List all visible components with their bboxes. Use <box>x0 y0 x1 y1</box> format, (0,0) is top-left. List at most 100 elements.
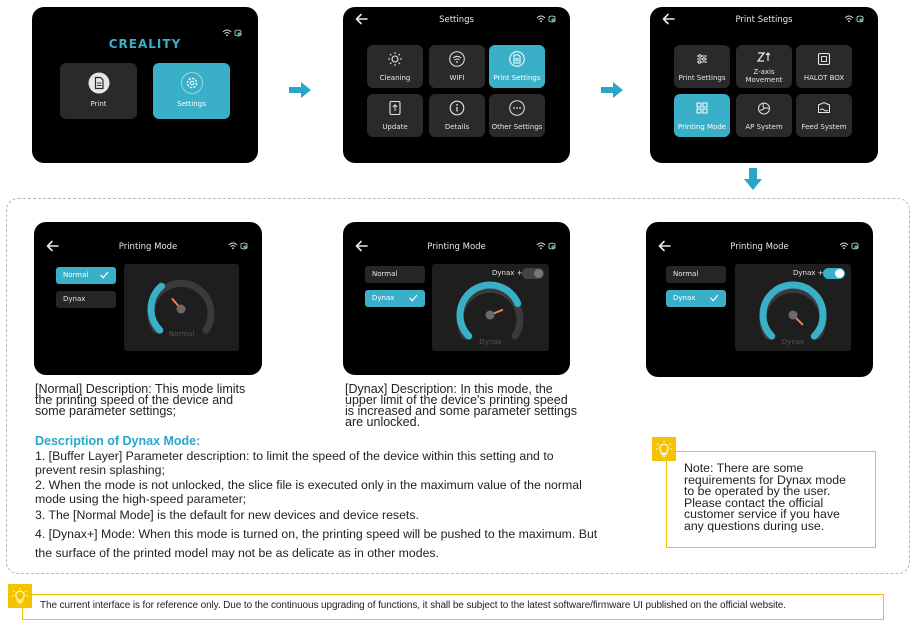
dynax-line-7: the surface of the printed model may not… <box>35 546 439 560</box>
dynax-mode-button[interactable]: Dynax <box>666 290 726 307</box>
home-screen: CREALITY Print Settings <box>32 7 258 163</box>
more-icon <box>509 100 525 116</box>
wifi-label: WIFI <box>449 74 465 82</box>
print-tile-label: Print <box>90 100 107 108</box>
normal-desc-line: some parameter settings; <box>35 404 177 418</box>
note-line: any questions during use. <box>684 518 825 533</box>
print-settings-screen: Print Settings Print Settings Z-axis Mov… <box>650 7 878 163</box>
speed-gauge <box>759 281 827 340</box>
check-icon <box>409 294 418 302</box>
printing-mode-label: Printing Mode <box>677 123 727 131</box>
status-icons <box>228 242 248 250</box>
z-axis-label-2: Movement <box>745 76 783 84</box>
settings-tile[interactable]: Settings <box>153 63 230 119</box>
z-axis-label: Z-axis <box>753 68 775 76</box>
print-settings-sub-tile[interactable]: Print Settings <box>674 45 730 88</box>
dynax-mode-label: Dynax <box>63 295 86 303</box>
dynax-plus-label: Dynax + <box>492 269 523 277</box>
wifi-icon <box>449 51 465 67</box>
check-icon <box>710 294 719 302</box>
cleaning-label: Cleaning <box>379 74 411 82</box>
normal-mode-button[interactable]: Normal <box>56 267 116 284</box>
normal-description: [Normal] Description: This mode limits t… <box>35 382 246 418</box>
normal-desc-line: the printing speed of the device and <box>35 393 234 407</box>
dynax-line-5: 3. The [Normal Mode] is the default for … <box>35 508 419 522</box>
grid-icon <box>696 102 708 114</box>
printing-mode-screen-dynax-plus: Printing Mode Normal Dynax Dynax + Dynax <box>646 222 873 377</box>
print-tile[interactable]: Print <box>60 63 137 119</box>
wifi-tile[interactable]: WIFI <box>429 45 485 88</box>
normal-desc-line: [Normal] Description: This mode limits <box>35 382 246 396</box>
halot-box-tile[interactable]: HALOT BOX <box>796 45 852 88</box>
printing-mode-tile[interactable]: Printing Mode <box>674 94 730 137</box>
lightbulb-icon <box>8 584 32 608</box>
arrow-right-icon <box>601 82 623 98</box>
dynax-plus-toggle[interactable] <box>823 268 845 279</box>
arrow-right-icon <box>289 82 311 98</box>
print-settings-tile[interactable]: Print Settings <box>489 45 545 88</box>
z-axis-icon <box>756 52 771 62</box>
other-settings-tile[interactable]: Other Settings <box>489 94 545 137</box>
ap-system-tile[interactable]: AP System <box>736 94 792 137</box>
dynax-desc-line: are unlocked. <box>345 415 421 429</box>
speed-gauge <box>456 281 524 340</box>
dynax-section-title: Description of Dynax Mode: <box>35 434 201 448</box>
footer-disclaimer: The current interface is for reference o… <box>40 600 786 611</box>
dynax-plus-label: Dynax + <box>793 269 824 277</box>
sliders-icon <box>697 54 707 64</box>
dynax-mode-button[interactable]: Dynax <box>56 291 116 308</box>
details-tile[interactable]: Details <box>429 94 485 137</box>
normal-mode-button[interactable]: Normal <box>365 266 425 283</box>
check-icon <box>100 271 109 279</box>
cleaning-tile[interactable]: Cleaning <box>367 45 423 88</box>
update-label: Update <box>382 123 408 131</box>
gauge-panel: Normal <box>124 264 239 351</box>
gauge-fill <box>147 282 166 334</box>
note-box <box>666 451 876 548</box>
dynax-line-4: mode using the high-speed parameter; <box>35 492 247 506</box>
dynax-desc-line: [Dynax] Description: In this mode, the <box>345 382 553 396</box>
mode-title: Printing Mode <box>118 242 178 252</box>
dynax-line-2: prevent resin splashing; <box>35 463 165 477</box>
dynax-mode-label: Dynax <box>372 294 395 302</box>
sun-icon <box>388 52 402 66</box>
feed-icon <box>818 101 830 113</box>
note-line: requirements for Dynax mode <box>684 472 846 487</box>
details-label: Details <box>444 123 470 131</box>
mode-header: Printing Mode <box>646 234 873 260</box>
printing-mode-screen-dynax: Printing Mode Normal Dynax Dynax + Dynax <box>343 222 570 375</box>
dynax-mode-button[interactable]: Dynax <box>365 290 425 307</box>
note-line: Please contact the official <box>684 495 824 510</box>
file-icon <box>88 72 109 94</box>
normal-mode-button[interactable]: Normal <box>666 266 726 283</box>
feed-system-tile[interactable]: Feed System <box>796 94 852 137</box>
update-icon <box>389 100 401 116</box>
dynax-desc-line: is increased and some parameter settings <box>345 404 578 418</box>
dynax-plus-toggle[interactable] <box>522 268 544 279</box>
dynax-line-6: 4. [Dynax+] Mode: When this mode is turn… <box>35 527 598 541</box>
settings-header: Settings <box>343 7 570 33</box>
mode-title: Printing Mode <box>730 242 789 252</box>
print-settings-icon <box>509 51 525 67</box>
fan-icon <box>758 102 770 115</box>
note-text: Note: There are some requirements for Dy… <box>684 462 869 533</box>
box-icon <box>817 52 831 66</box>
settings-screen: Settings Cleaning WIFI Print Settings Up… <box>343 7 570 163</box>
gauge-label: Normal <box>168 330 195 338</box>
info-icon <box>449 100 465 116</box>
z-axis-tile[interactable]: Z-axis Movement <box>736 45 792 88</box>
gauge-fill <box>759 281 827 340</box>
gear-icon <box>180 72 203 94</box>
dynax-line-1: 1. [Buffer Layer] Parameter description:… <box>35 449 554 463</box>
dynax-mode-label: Dynax <box>673 294 696 302</box>
normal-mode-label: Normal <box>63 271 89 279</box>
print-settings-title: Print Settings <box>735 15 793 25</box>
update-tile[interactable]: Update <box>367 94 423 137</box>
gauge-panel: Dynax + Dynax <box>735 264 851 351</box>
normal-mode-label: Normal <box>372 270 398 278</box>
status-icons <box>839 242 859 250</box>
mode-header: Printing Mode <box>34 234 262 260</box>
other-settings-label: Other Settings <box>491 123 543 131</box>
feed-system-label: Feed System <box>801 123 847 131</box>
status-icons <box>536 242 556 250</box>
